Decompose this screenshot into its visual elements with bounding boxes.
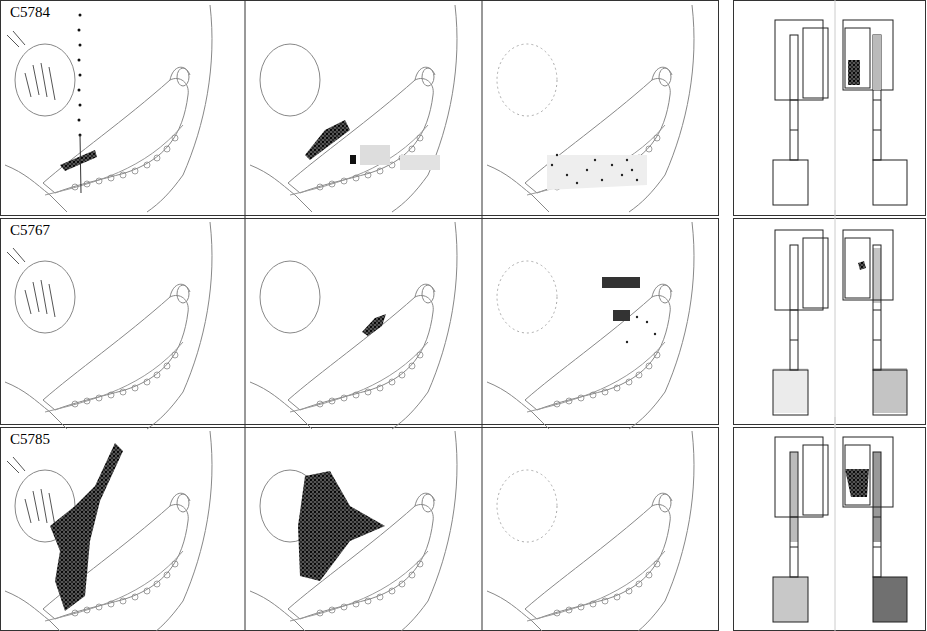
case-label: C5785 <box>8 431 52 448</box>
case-label: C5784 <box>8 4 52 21</box>
case-label: C5767 <box>8 222 52 239</box>
